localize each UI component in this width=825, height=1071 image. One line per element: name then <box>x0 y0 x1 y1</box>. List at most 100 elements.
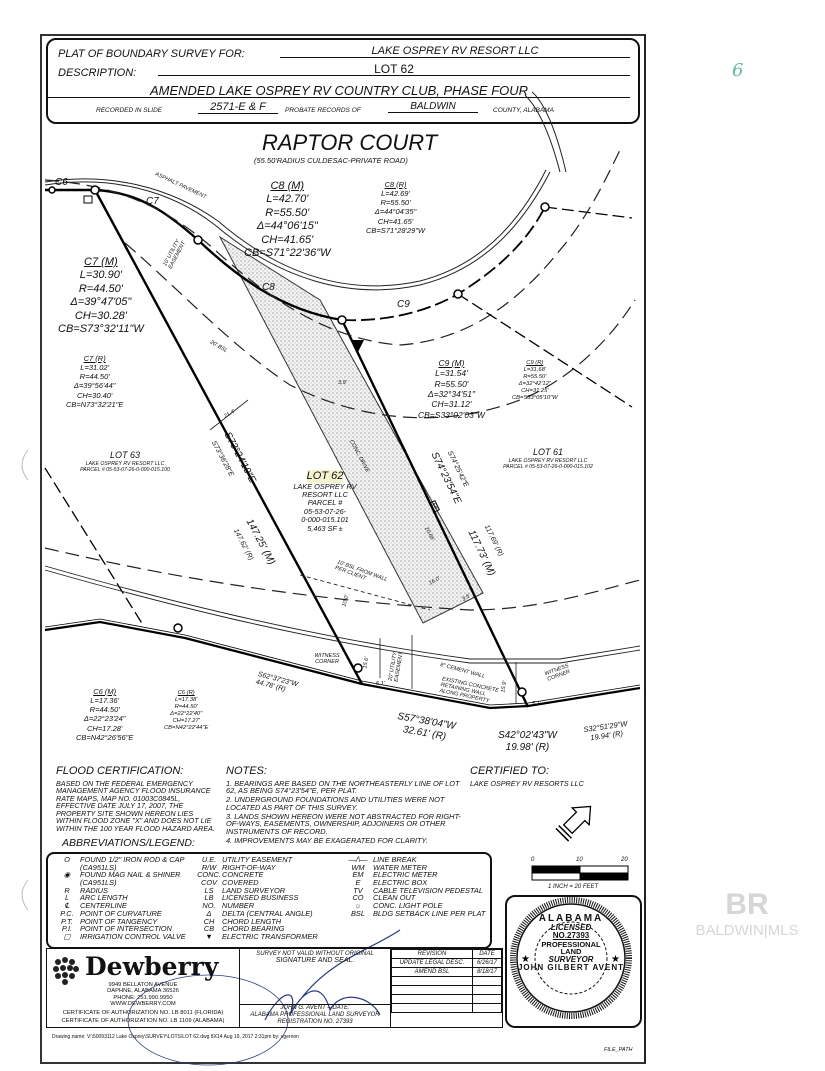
legend-text: CENTERLINE <box>80 901 127 911</box>
seal-text: ALABAMA LICENSED NO.27393 PROFESSIONAL L… <box>511 913 631 972</box>
c6-m-length: L=17.36' <box>90 696 120 706</box>
c7-m-delta: Δ=39°47'05" <box>70 296 132 309</box>
legend-item: ◉FOUND MAG NAIL & SHINER (CA951LS) <box>54 871 188 887</box>
legend-text: CONC. LIGHT POLE <box>373 901 443 911</box>
lot-62-parcel-2: 0-000-015.101 <box>301 515 349 525</box>
flood-title: FLOOD CERTIFICATION: <box>56 765 184 777</box>
lot-62-name: LOT 62 <box>306 470 344 483</box>
bsl-10-line <box>44 547 641 611</box>
seal-state: ALABAMA <box>538 913 604 924</box>
legend-text: LICENSED BUSINESS <box>222 893 299 903</box>
title-header: PLAT OF BOUNDARY SURVEY FOR: LAKE OSPREY… <box>46 38 640 124</box>
signer-registration: REGISTRATION NO. 27393 <box>277 1019 353 1026</box>
signer-title: ALABAMA PROFESSIONAL LAND SURVEYOR <box>250 1012 380 1019</box>
lot-61-name: LOT 61 <box>532 447 563 457</box>
legend-symbol-icon: TV <box>353 885 363 895</box>
revision-date: 8/18/17 <box>471 967 503 977</box>
c6-r-bearing: CB=N42°22'44"E <box>164 725 209 732</box>
seal-professional: PROFESSIONAL <box>541 939 601 949</box>
c6-m-bearing: CB=N42°26'56"E <box>76 732 134 742</box>
company-name: Dewberry <box>85 952 219 981</box>
legend-text: RADIUS <box>80 885 108 895</box>
drawing-border <box>40 34 646 1064</box>
legend-text: UTILITY EASEMENT <box>222 855 293 864</box>
county-suffix: COUNTY, ALABAMA <box>493 107 554 114</box>
legend-symbol-icon: P.I. <box>61 924 73 934</box>
legend-text: LINE BREAK <box>373 855 417 864</box>
svg-text:★: ★ <box>611 954 620 965</box>
c6-m-delta: Δ=22°23'24" <box>83 714 126 724</box>
c7-r-radius: R=44.50' <box>79 372 110 382</box>
dim-3-9: 3.9' <box>338 380 347 386</box>
legend-item: ☼CONC. LIGHT POLE <box>343 902 485 910</box>
c6-r-length: L=17.38' <box>175 697 198 704</box>
bsl-20-line <box>124 242 636 419</box>
address-street: 9949 BELLATON AVENUE <box>108 982 178 988</box>
signature-block: SURVEY NOT VALID WITHOUT ORIGINAL SIGNAT… <box>240 949 391 1027</box>
c9-m-bearing: CB=S33°02'03"W <box>418 409 485 420</box>
curve-table-c7-r: C7 (R) L=31.02' R=44.50' Δ=39°56'44" CH=… <box>66 354 123 409</box>
legend-symbol-icon: E <box>355 878 361 888</box>
legend-text: CHORD LENGTH <box>222 916 282 926</box>
legend-symbol-icon: CB <box>203 924 215 934</box>
witness-corner-west: WITNESS CORNER <box>314 653 340 665</box>
dim-5-1-east: 5.1' <box>532 701 541 707</box>
c8-r-length: L=42.69' <box>381 189 410 199</box>
note-4: 4. IMPROVEMENTS MAY BE EXAGERATED FOR CL… <box>226 835 428 845</box>
legend-item: ▢IRRIGATION CONTROL VALVE <box>54 933 188 941</box>
c6-m-radius: R=44.50' <box>89 705 120 715</box>
legend-symbol-icon: U.E. <box>201 855 217 864</box>
scale-tick-20: 20 <box>621 857 628 863</box>
legend-text: WATER METER <box>373 862 427 872</box>
svg-text:★: ★ <box>521 954 530 965</box>
iron-rod-monuments <box>48 185 550 697</box>
signer-info: JOHN G. AVENT – DATE: ALABAMA PROFESSION… <box>240 1004 390 1027</box>
seal-number: NO.27393 <box>552 931 590 941</box>
subdivision-name: AMENDED LAKE OSPREY RV COUNTRY CLUB, PHA… <box>48 84 630 98</box>
date-header: DATE <box>471 949 503 959</box>
survey-for-value: LAKE OSPREY RV RESORT LLC <box>280 46 630 58</box>
lot-63-label: LOT 63 LAKE OSPREY RV RESORT LLC PARCEL … <box>55 450 195 473</box>
lot-63-owner: LAKE OSPREY RV RESORT LLC <box>85 460 165 467</box>
c9-r-bearing: CB=S33°05'10"W <box>512 395 558 402</box>
legend-symbol-icon: L <box>64 893 70 903</box>
curve-table-c6-m: C6 (M) L=17.36' R=44.50' Δ=22°23'24" CH=… <box>76 687 133 742</box>
rear-3-distance: 19.98' (R) <box>505 741 550 753</box>
cert-florida: CERTIFICATE OF AUTHORIZATION NO. LB 8011… <box>62 1009 224 1016</box>
watermark-text: BALDWIN|MLS <box>695 922 799 939</box>
c7-m-length: L=30.90' <box>79 269 122 282</box>
legend-symbol-icon: O <box>64 855 70 864</box>
legend-symbol-icon: P.T. <box>61 916 73 926</box>
legend-symbol-icon: ℄ <box>64 901 70 911</box>
c9-m-radius: R=55.50' <box>434 378 469 389</box>
lot-62-label: LOT 62 LAKE OSPREY RV RESORT LLC PARCEL … <box>280 470 370 533</box>
legend-text: LAND SURVEYOR <box>222 885 286 895</box>
c7-r-delta: Δ=39°56'44" <box>73 381 116 391</box>
curve-table-c6-r: C6 (R) L=17.38' R=44.50' Δ=22°22'40" CH=… <box>164 690 208 732</box>
flood-certification: FLOOD CERTIFICATION: BASED ON THE FEDERA… <box>56 765 218 832</box>
title-block: Dewberry 9949 BELLATON AVENUE DAPHNE, AL… <box>46 948 503 1028</box>
c9-m-chord: CH=31.12' <box>431 399 472 410</box>
legend-symbol-icon: BSL <box>351 908 365 918</box>
curve-table-c8-m: C8 (M) L=42.70' R=55.50' Δ=44°06'15" CH=… <box>244 180 331 260</box>
lot64-line <box>44 467 144 626</box>
legend-text: ELECTRIC TRANSFORMER <box>222 931 318 941</box>
c8-m-radius: R=55.50' <box>265 206 310 219</box>
c8-r-radius: R=55.50' <box>380 198 411 208</box>
watermark-logo: BR <box>725 888 769 921</box>
c8-r-bearing: CB=S71°28'29"W <box>366 225 426 235</box>
concrete-driveway <box>218 235 484 624</box>
watermark: BR BALDWIN|MLS <box>672 888 822 939</box>
legend-text: FOUND 1/2" IRON ROD & CAP (CA951LS) <box>80 855 185 872</box>
c8-r-delta: Δ=44°04'35" <box>374 207 417 217</box>
revision-row: UPDATE LEGAL DESC.6/26/17 <box>391 958 503 968</box>
seal-land: LAND <box>560 947 582 957</box>
c9-m-delta: Δ=32°34'51" <box>427 389 475 400</box>
